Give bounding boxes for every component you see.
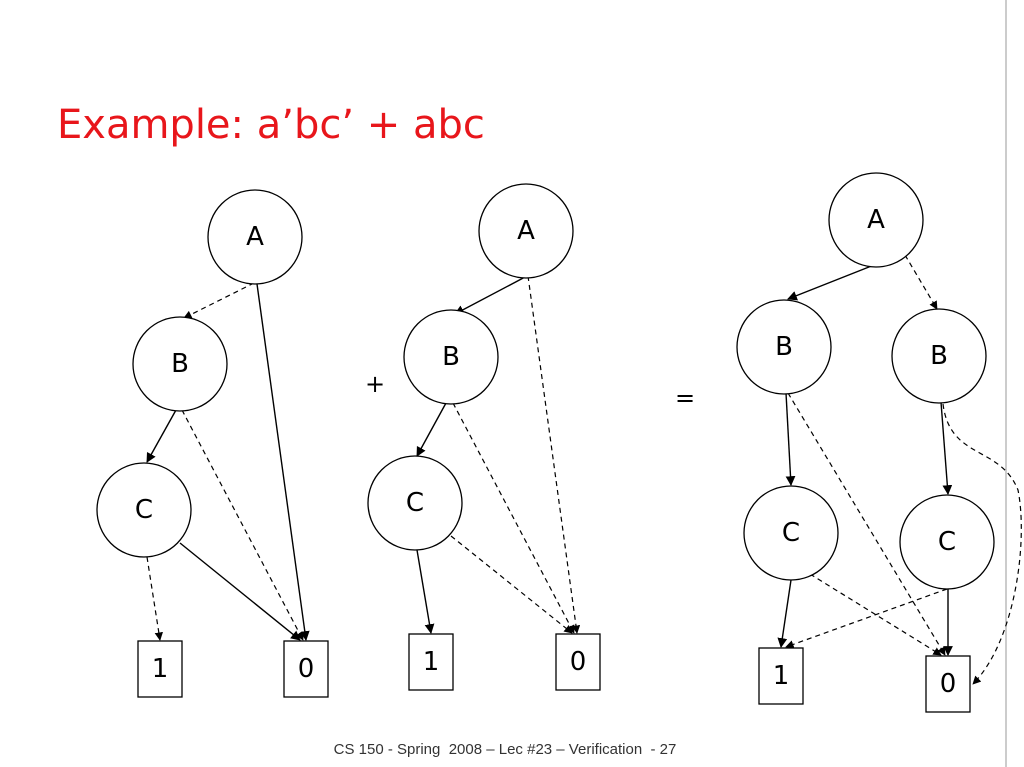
middle-edge-b-0	[452, 402, 575, 634]
right-node-a	[828, 172, 924, 268]
left-edge-b-c	[146, 409, 177, 463]
right-terminal-0	[925, 655, 971, 713]
middle-bdd: A B C 1 0	[367, 183, 601, 691]
middle-node-a	[478, 183, 574, 279]
left-edge-b-0	[181, 409, 304, 641]
right-edge-a-b1	[787, 264, 875, 301]
slide-title: Example: a’bc’ + abc	[57, 102, 485, 148]
right-node-b2-label: B	[930, 341, 948, 371]
left-terminal-0	[283, 640, 329, 698]
right-node-c2	[899, 494, 995, 590]
left-node-b	[132, 316, 228, 412]
middle-node-b-label: B	[442, 342, 460, 372]
right-node-c1-label: C	[782, 518, 800, 548]
right-edge-c2-1	[785, 588, 948, 649]
middle-terminal-1-label: 1	[423, 647, 440, 677]
middle-terminal-0	[555, 633, 601, 691]
right-node-a-label: A	[867, 205, 885, 235]
middle-node-c-label: C	[406, 488, 424, 518]
left-edge-a-b	[183, 282, 255, 319]
middle-terminal-0-label: 0	[570, 647, 587, 677]
left-bdd: A B C 1 0	[96, 189, 329, 698]
middle-node-a-label: A	[517, 216, 535, 246]
left-terminal-1	[137, 640, 183, 698]
right-edge-c1-1	[777, 579, 792, 648]
right-terminal-0-label: 0	[940, 669, 957, 699]
plus-sign: +	[365, 370, 385, 398]
middle-edge-a-b	[454, 275, 528, 315]
middle-terminal-1	[408, 633, 454, 691]
right-bdd: A B B C C 1 0	[736, 172, 1022, 713]
equals-sign: =	[675, 384, 695, 412]
right-node-b2	[891, 308, 987, 404]
left-edge-c-1	[146, 556, 163, 641]
middle-edge-c-0	[450, 535, 573, 634]
left-node-c-label: C	[135, 495, 153, 525]
left-node-b-label: B	[171, 349, 189, 379]
left-node-a-label: A	[246, 222, 264, 252]
right-edge-b1-c1	[785, 392, 796, 486]
left-node-c	[96, 462, 192, 558]
left-edge-a-0	[256, 283, 310, 641]
left-edge-c-0	[179, 542, 301, 641]
left-node-a	[207, 189, 303, 285]
right-terminal-1-label: 1	[773, 661, 790, 691]
right-node-c1	[743, 485, 839, 581]
middle-edge-a-0	[527, 275, 581, 634]
right-edge-c1-0	[809, 573, 942, 656]
left-terminal-0-label: 0	[298, 654, 315, 684]
slide-footer: CS 150 - Spring 2008 – Lec #23 – Verific…	[333, 741, 677, 758]
right-edge-a-b2	[904, 254, 938, 310]
middle-edge-c-1	[416, 549, 435, 634]
left-terminal-1-label: 1	[152, 654, 169, 684]
right-edge-b1-0	[787, 392, 946, 656]
middle-node-b	[403, 309, 499, 405]
middle-edge-b-c	[416, 402, 447, 457]
right-node-c2-label: C	[938, 527, 956, 557]
right-edge-b2-0	[942, 403, 1022, 685]
right-terminal-1	[758, 647, 804, 705]
right-node-b1-label: B	[775, 332, 793, 362]
right-node-b1	[736, 299, 832, 395]
middle-node-c	[367, 455, 463, 551]
right-edge-b2-c2	[940, 401, 953, 495]
